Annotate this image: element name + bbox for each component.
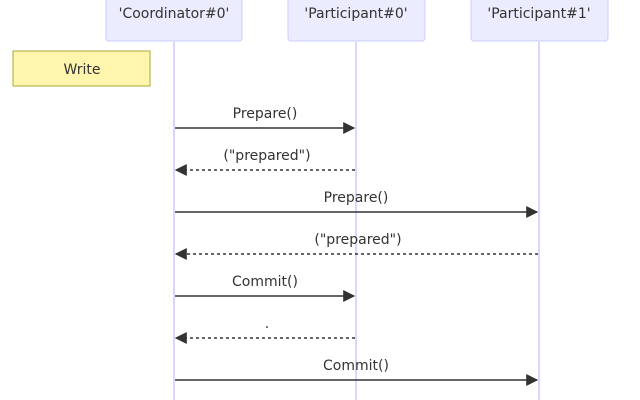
message-prepared-from-participant-1: ("prepared") — [174, 232, 538, 260]
message-label: ("prepared") — [314, 232, 401, 248]
actor-label: 'Participant#1' — [487, 6, 590, 22]
message-prepare-to-participant-0: Prepare() — [175, 106, 356, 134]
actor-participant-1: 'Participant#1' — [470, 0, 609, 42]
message-label: Prepare() — [324, 190, 389, 206]
actor-coordinator-0: 'Coordinator#0' — [105, 0, 243, 42]
message-label: Commit() — [323, 358, 389, 374]
message-label: Prepare() — [233, 106, 298, 122]
message-label: . — [265, 316, 269, 332]
message-label: Commit() — [232, 274, 298, 290]
message-commit-to-participant-0: Commit() — [175, 274, 356, 302]
message-commit-to-participant-1: Commit() — [175, 358, 539, 386]
note-write: Write — [12, 50, 151, 87]
actor-participant-0: 'Participant#0' — [287, 0, 426, 42]
note-label: Write — [64, 62, 101, 78]
message-prepared-from-participant-0: ("prepared") — [174, 148, 355, 176]
actor-label: 'Coordinator#0' — [119, 6, 230, 22]
message-reply-from-participant-0: . — [174, 316, 355, 344]
actor-label: 'Participant#0' — [304, 6, 407, 22]
message-label: ("prepared") — [223, 148, 310, 164]
message-prepare-to-participant-1: Prepare() — [175, 190, 539, 218]
